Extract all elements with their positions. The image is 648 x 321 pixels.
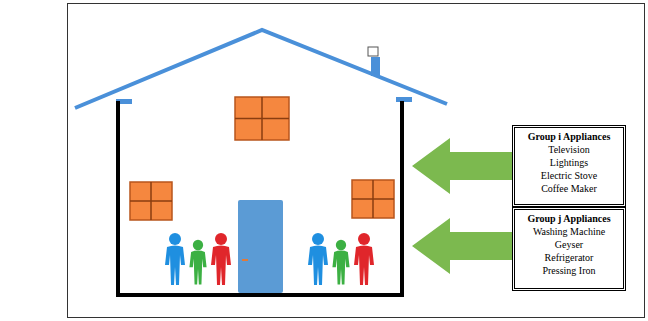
window xyxy=(352,180,394,218)
appliance-name: Coffee Maker xyxy=(518,182,620,195)
chimney-cap xyxy=(368,47,378,56)
group-heading: Group i Appliances xyxy=(518,130,620,143)
appliance-name: Geyser xyxy=(518,238,620,251)
appliance-group-box: Group i AppliancesTelevisionLightingsEle… xyxy=(514,127,624,205)
people-group xyxy=(308,233,374,285)
block-arrow xyxy=(412,138,512,194)
people-group xyxy=(165,233,231,285)
appliance-group-box: Group j AppliancesWashing MachineGeyserR… xyxy=(514,209,624,289)
appliance-name: Electric Stove xyxy=(518,169,620,182)
appliance-name: Washing Machine xyxy=(518,225,620,238)
appliance-name: Pressing Iron xyxy=(518,264,620,277)
group-heading: Group j Appliances xyxy=(518,212,620,225)
block-arrow xyxy=(412,218,512,274)
appliance-name: Lightings xyxy=(518,156,620,169)
outer-frame xyxy=(68,4,645,318)
window xyxy=(130,182,172,220)
window xyxy=(235,97,289,140)
appliance-name: Television xyxy=(518,143,620,156)
door xyxy=(238,200,283,293)
appliance-name: Refrigerator xyxy=(518,251,620,264)
